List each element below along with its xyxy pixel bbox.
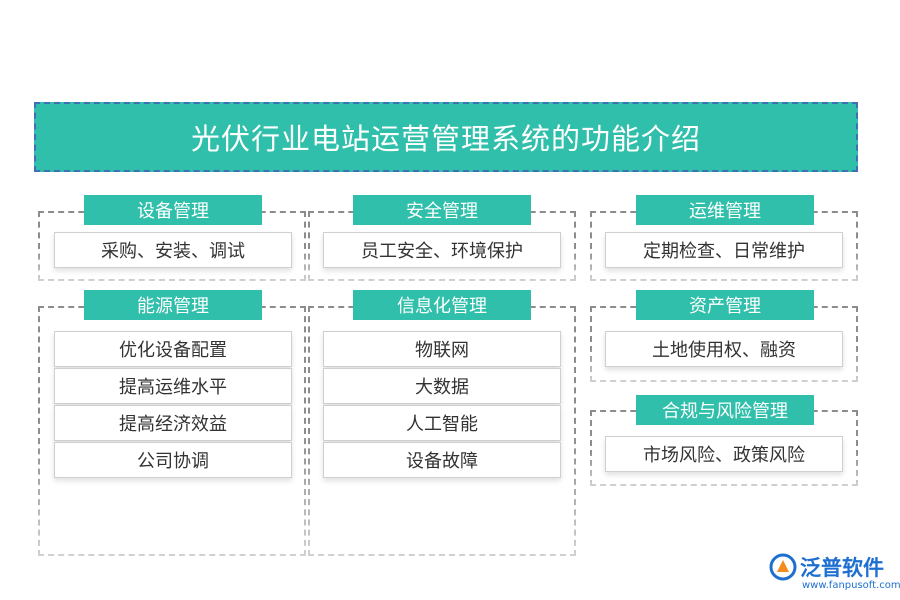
item-energy-1: 优化设备配置	[54, 331, 292, 367]
fanpu-logo-icon	[769, 553, 797, 581]
item-informatization-1: 物联网	[323, 331, 561, 367]
item-energy-4: 公司协调	[54, 442, 292, 478]
heading-compliance: 合规与风险管理	[636, 395, 814, 425]
logo-brand-name: 泛普软件	[800, 556, 884, 580]
item-maintenance-1: 定期检查、日常维护	[605, 232, 843, 268]
brand-logo: 泛普软件 www.fanpusoft.com	[768, 550, 900, 596]
item-informatization-3: 人工智能	[323, 405, 561, 441]
heading-maintenance: 运维管理	[636, 195, 814, 225]
item-energy-2: 提高运维水平	[54, 368, 292, 404]
item-equipment-1: 采购、安装、调试	[54, 232, 292, 268]
item-informatization-4: 设备故障	[323, 442, 561, 478]
item-informatization-2: 大数据	[323, 368, 561, 404]
item-safety-1: 员工安全、环境保护	[323, 232, 561, 268]
item-energy-3: 提高经济效益	[54, 405, 292, 441]
heading-assets: 资产管理	[636, 290, 814, 320]
heading-equipment: 设备管理	[84, 195, 262, 225]
item-assets-1: 土地使用权、融资	[605, 331, 843, 367]
heading-energy: 能源管理	[84, 290, 262, 320]
heading-informatization: 信息化管理	[353, 290, 531, 320]
heading-safety: 安全管理	[353, 195, 531, 225]
item-compliance-1: 市场风险、政策风险	[605, 436, 843, 472]
logo-url: www.fanpusoft.com	[802, 580, 900, 591]
page-title-bar: 光伏行业电站运营管理系统的功能介绍	[34, 102, 858, 172]
page-title: 光伏行业电站运营管理系统的功能介绍	[190, 122, 701, 156]
